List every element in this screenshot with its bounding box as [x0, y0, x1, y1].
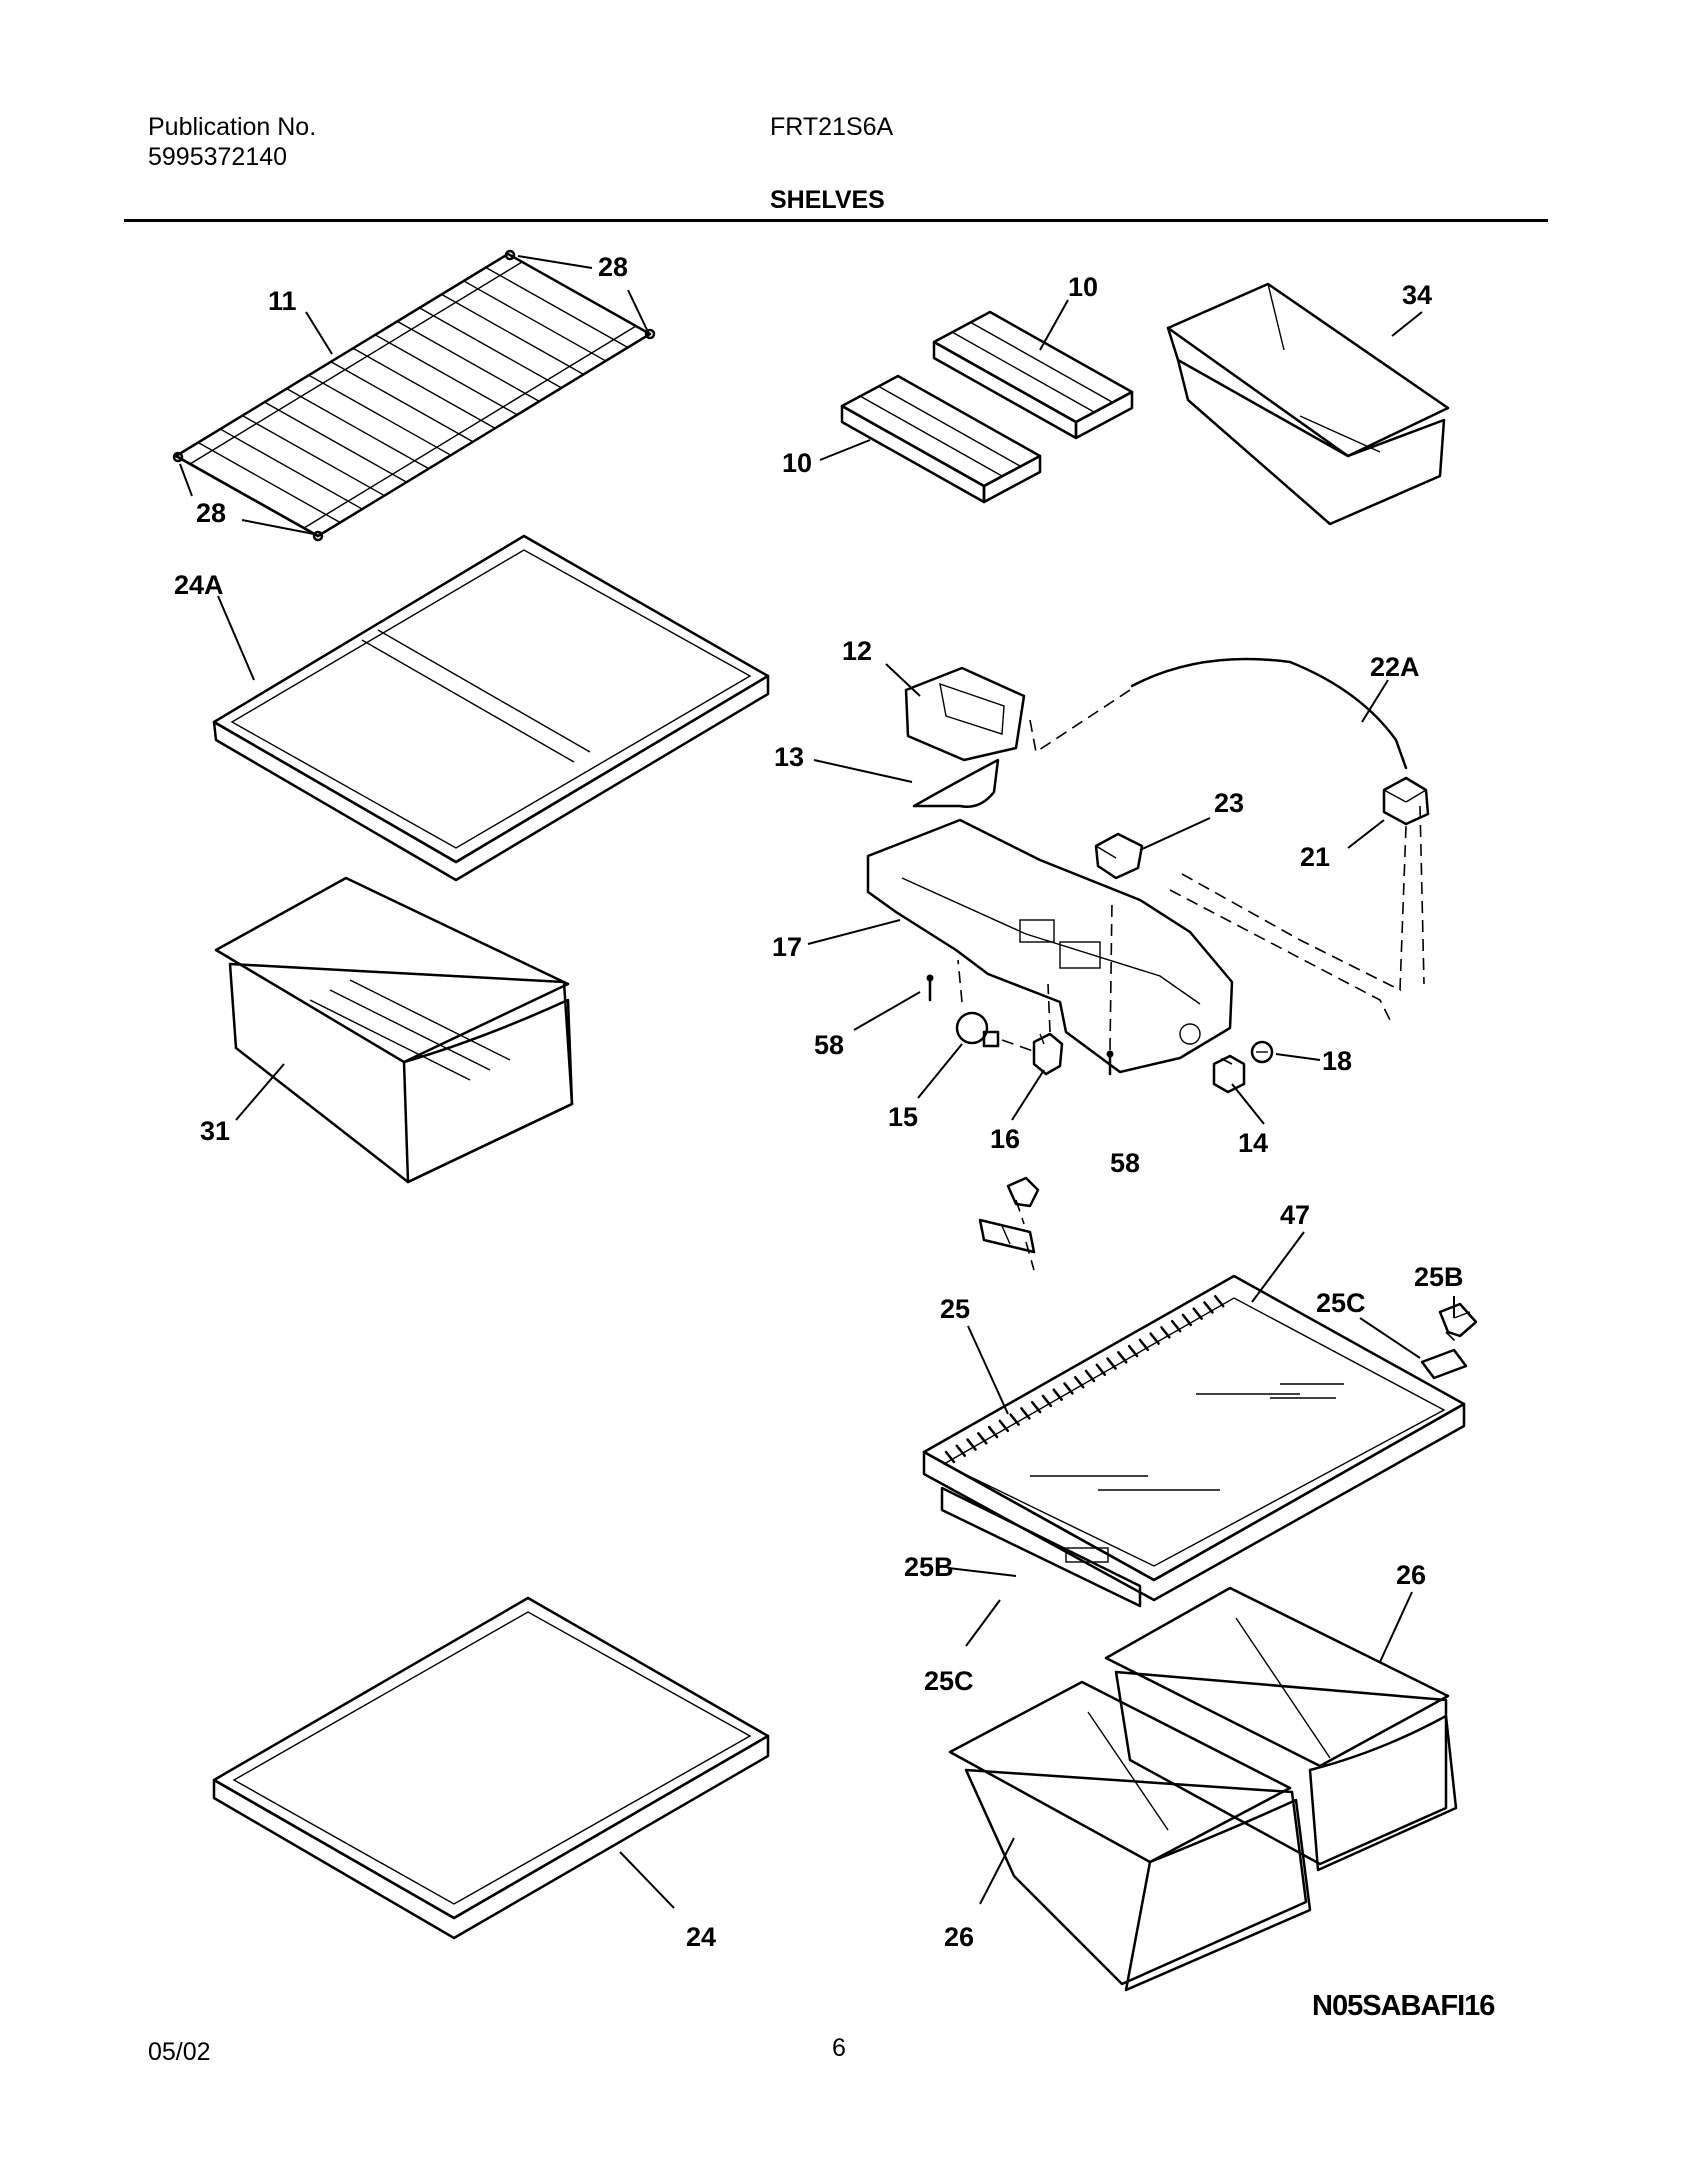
callout-15: 15: [888, 1102, 918, 1132]
header-rule: [124, 219, 1548, 222]
callout-25: 25: [940, 1294, 970, 1324]
shelf-bracket-low: [978, 1176, 1040, 1254]
lens: [912, 758, 1000, 808]
crisper-bin-left: [948, 1680, 1312, 1992]
callout-28-top: 28: [598, 252, 628, 282]
sensor-wire: [1130, 657, 1408, 770]
callout-24a: 24A: [174, 570, 224, 600]
footer-date: 05/02: [148, 2038, 211, 2066]
callout-10-bottom: 10: [782, 448, 812, 478]
ice-tray-back: [932, 310, 1134, 440]
small-bin: [1166, 282, 1450, 526]
callout-26-right: 26: [1396, 1560, 1426, 1590]
wire-shelf: [172, 249, 656, 542]
crisper-drawer: [214, 876, 574, 1184]
callout-25c-low: 25C: [924, 1666, 974, 1696]
callout-47: 47: [1280, 1200, 1310, 1230]
callout-11: 11: [268, 286, 297, 316]
callout-58-right: 58: [1110, 1148, 1140, 1178]
callout-13: 13: [774, 742, 804, 772]
callout-21: 21: [1300, 842, 1330, 872]
screw-58-right: [1106, 1050, 1114, 1076]
light-bulb: [955, 1011, 1000, 1048]
callout-16: 16: [990, 1124, 1020, 1154]
leader-lines: [179, 255, 1455, 1909]
callout-28-bottom: 28: [196, 498, 226, 528]
callout-10-top: 10: [1068, 272, 1098, 302]
callout-26-left: 26: [944, 1922, 974, 1952]
shelf-bracket-top: [1420, 1302, 1478, 1380]
page-number: 6: [832, 2034, 846, 2062]
diagram-code: N05SABAFI16: [1312, 1990, 1495, 2022]
glass-shelf-lower: [212, 1596, 770, 1940]
publication-number: 5995372140: [148, 143, 288, 171]
switch-14: [1212, 1054, 1246, 1094]
ice-tray-front: [840, 374, 1042, 504]
glass-shelf-upper: [212, 534, 770, 882]
screw-58-left: [926, 974, 934, 1002]
light-cover: [904, 666, 1026, 762]
callout-23: 23: [1214, 788, 1244, 818]
callout-25b-low: 25B: [904, 1552, 954, 1582]
assembly-guides: [957, 689, 1457, 1343]
model-number: FRT21S6A: [770, 113, 894, 141]
light-socket: [1032, 1032, 1064, 1076]
callout-14: 14: [1238, 1128, 1268, 1158]
callout-31: 31: [200, 1116, 230, 1146]
callout-17: 17: [772, 932, 802, 962]
callout-25c-top: 25C: [1316, 1288, 1366, 1318]
crisper-cover-shelf: [922, 1274, 1466, 1608]
control-housing: [866, 818, 1234, 1074]
callout-25b-top: 25B: [1414, 1262, 1464, 1292]
control-knob: [1250, 1040, 1274, 1064]
crisper-bin-right: [1104, 1586, 1458, 1872]
callout-24: 24: [686, 1922, 716, 1952]
section-title: SHELVES: [770, 186, 885, 214]
callout-18: 18: [1322, 1046, 1352, 1076]
callout-58-left: 58: [814, 1030, 844, 1060]
callout-22a: 22A: [1370, 652, 1420, 682]
callout-12: 12: [842, 636, 872, 666]
callout-34: 34: [1402, 280, 1432, 310]
publication-label: Publication No.: [148, 113, 317, 141]
switch-23: [1094, 832, 1144, 880]
thermostat: [1382, 776, 1430, 826]
